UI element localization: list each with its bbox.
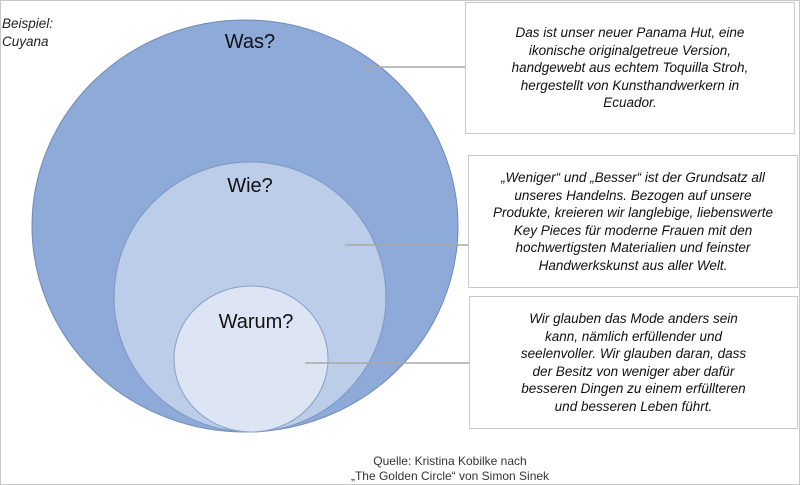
text-line: besseren Dingen zu einem erfüllteren [521, 381, 746, 396]
source-citation: Quelle: Kristina Kobilke nach „The Golde… [350, 454, 550, 484]
how-description-box: „Weniger“ und „Besser“ ist der Grundsatz… [468, 155, 798, 288]
text-line: Key Pieces für moderne Frauen mit den [513, 222, 753, 238]
text-line: unseres Handelns. Bezogen auf unsere [514, 187, 752, 203]
text-line: hergestellt von Kunsthandwerkern in [520, 77, 740, 93]
text-line: Produkte, kreieren wir langlebige, liebe… [493, 205, 773, 220]
example-line-1: Beispiel: [2, 16, 54, 31]
what-description-box: Das ist unser neuer Panama Hut, eine iko… [465, 2, 795, 134]
text-line: handgewebt aus echtem Toquilla Stroh, [511, 60, 749, 76]
label-how: Wie? [227, 175, 273, 197]
example-label: Beispiel: Cuyana [2, 15, 53, 51]
text-line: ikonische originalgetreue Version, [528, 42, 732, 58]
text-line: hochwertigsten Materialien und feinster [515, 240, 751, 255]
text-line: Handwerkskunst aus aller Welt. [538, 257, 728, 273]
text-line: der Besitz von weniger aber dafür [532, 363, 735, 379]
source-line-1: Quelle: Kristina Kobilke nach [373, 454, 527, 468]
label-what: Was? [224, 31, 276, 53]
label-why: Warum? [218, 311, 294, 333]
example-line-2: Cuyana [2, 34, 49, 49]
text-line: Ecuador. [603, 95, 657, 111]
text-line: Das ist unser neuer Panama Hut, eine [515, 25, 745, 41]
inner-circle-why [173, 285, 329, 433]
text-line: Wir glauben das Mode anders sein [529, 311, 738, 326]
text-line: „Weniger“ und „Besser“ ist der Grundsatz… [501, 170, 765, 185]
source-line-2: „The Golden Circle“ von Simon Sinek [350, 469, 550, 483]
text-line: kann, nämlich erfüllender und [544, 328, 723, 344]
text-line: und besseren Leben führt. [554, 398, 713, 414]
why-description-box: Wir glauben das Mode anders sein kann, n… [469, 296, 798, 429]
text-line: seelenvoller. Wir glauben daran, dass [520, 346, 747, 361]
